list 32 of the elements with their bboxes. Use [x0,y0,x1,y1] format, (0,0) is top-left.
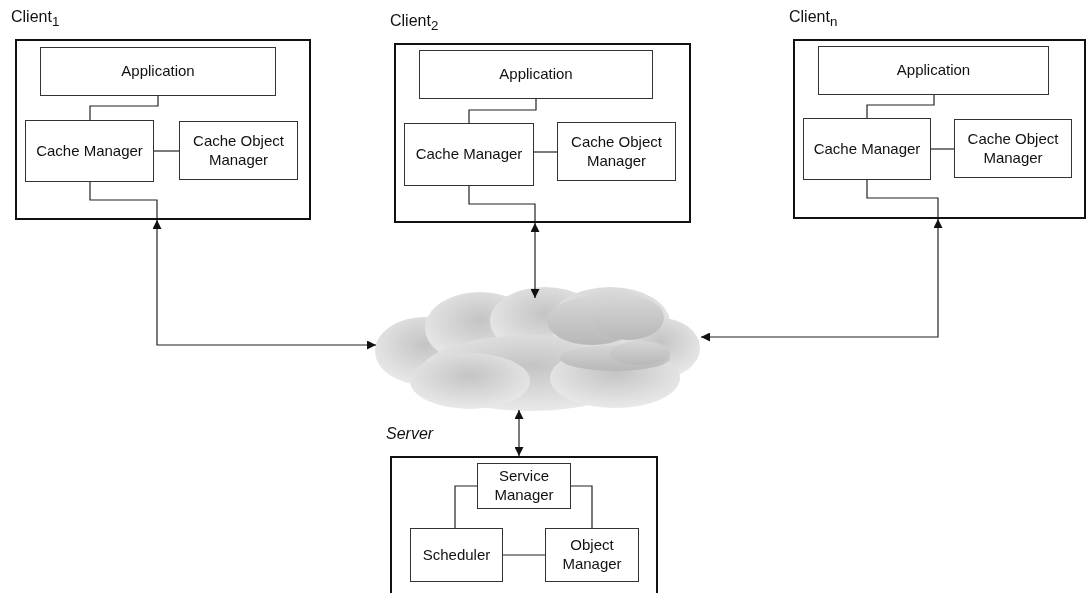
box-title: Client$_{1}$ [11,8,60,30]
connector-line [454,485,478,529]
connector-line [866,94,935,119]
connector-line [533,151,558,153]
component-box: Cache Manager [404,123,534,186]
box-title: Server [386,425,434,443]
connector-line [930,148,955,150]
component-box: Cache Manager [25,120,154,182]
component-box: Cache Object Manager [179,121,298,180]
component-box: Scheduler [410,528,503,582]
connector-line [468,185,536,224]
box-title: Client$_{n}$ [789,8,838,30]
connector-line [153,150,180,152]
component-box: Application [419,50,653,99]
connector-line [502,554,546,556]
connector-line [570,485,593,529]
component-box: Service Manager [477,463,571,509]
component-box: Application [40,47,276,96]
component-box: Object Manager [545,528,639,582]
connector-line [468,98,537,124]
component-box: Cache Object Manager [954,119,1072,178]
component-box: Cache Manager [803,118,931,180]
connector-line [89,95,159,121]
arrow [514,409,524,457]
arrow [700,218,943,342]
connector-line [866,179,939,220]
arrow [530,222,540,299]
component-box: Application [818,46,1049,95]
component-box: Cache Object Manager [557,122,676,181]
connector-line [89,181,158,221]
arrow [152,219,377,350]
box-title: Client$_{2}$ [390,12,439,34]
